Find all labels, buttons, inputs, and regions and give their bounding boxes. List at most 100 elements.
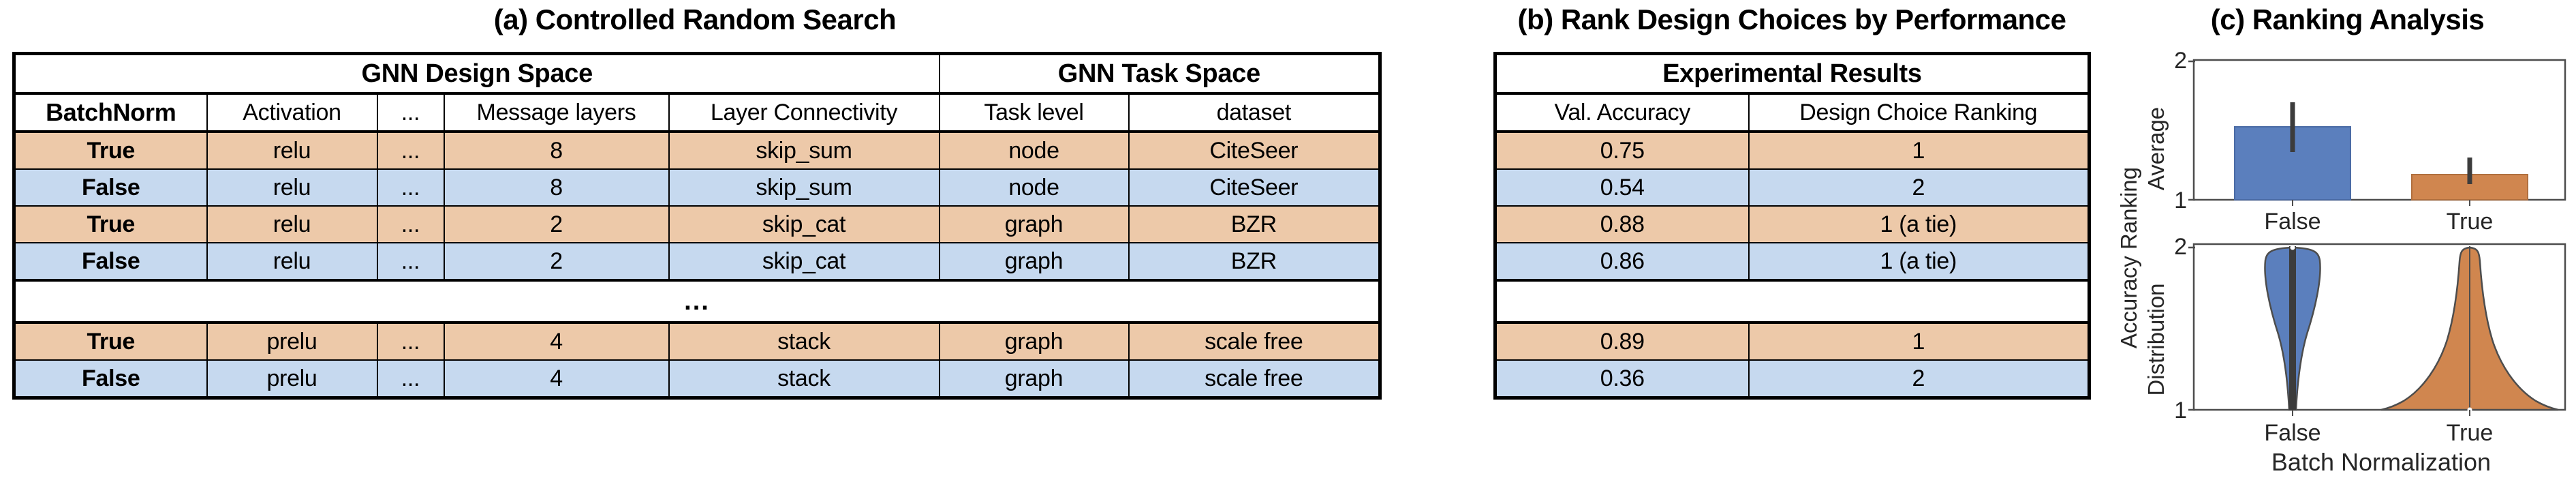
column-header-val-accuracy: Val. Accuracy [1494,93,1750,133]
bar-xtick-true: True [2447,209,2494,235]
column-header-batchnorm: BatchNorm [13,93,208,133]
violin-false-median-point [2290,245,2295,250]
table-cell: 1 (a tie) [1748,205,2090,243]
panel-c-title: (c) Ranking Analysis [2210,3,2485,35]
table-cell: 0.75 [1494,131,1750,170]
table-ellipsis-cell [1494,279,2090,324]
violin-ytick-2: 2 [2174,234,2187,260]
table-cell: BZR [1128,205,1381,243]
group-header-cell: GNN Task Space [938,53,1381,95]
ranking-analysis-plots: Accuracy Ranking Average 2 1 [2119,48,2566,476]
table-cell: 0.86 [1494,242,1750,281]
table-cell: skip_cat [668,205,940,243]
table-cell: relu [206,205,378,243]
table-cell: node [938,168,1130,207]
table-cell: False [13,359,208,399]
table-cell: relu [206,168,378,207]
column-header-activation: Activation [206,93,378,133]
table-cell: stack [668,359,940,399]
violin-xtick-false: False [2264,420,2321,446]
table-cell: graph [938,359,1130,399]
table-cell: graph [938,205,1130,243]
table-cell: skip_sum [668,131,940,170]
table-group-header-row: Experimental Results [1494,53,2090,95]
table-cell: graph [938,242,1130,281]
table-cell: node [938,131,1130,170]
table-cell: prelu [206,322,378,361]
group-header-cell: GNN Design Space [13,53,940,95]
violin-xlabel: Batch Normalization [2271,448,2491,476]
c-ylabel-distribution: Distribution [2143,283,2169,395]
table-cell: ... [376,168,445,207]
column-header-message-layers: Message layers [443,93,670,133]
table-cell: 1 [1748,322,2090,361]
table-cell: 2 [1748,168,2090,207]
ranking-analysis-panel: Accuracy Ranking Average 2 1 [2119,40,2576,478]
table-cell: ... [376,205,445,243]
table-cell: 1 [1748,131,2090,170]
table-cell: True [13,322,208,361]
table-cell: True [13,131,208,170]
violin-ytick-1: 1 [2174,398,2187,423]
table-cell: 4 [443,359,670,399]
column-header-: ... [376,93,445,133]
table-cell: False [13,168,208,207]
column-header-dataset: dataset [1128,93,1381,133]
table-cell: BZR [1128,242,1381,281]
table-cell: skip_sum [668,168,940,207]
table-cell: ... [376,131,445,170]
table-ellipsis-row [1494,279,2090,324]
c-ylabel-average: Average [2143,107,2169,190]
panel-a-title: (a) Controlled Random Search [493,3,897,35]
table-cell: 2 [1748,359,2090,399]
table-cell: graph [938,322,1130,361]
table-cell: skip_cat [668,242,940,281]
bar-ytick-1: 1 [2174,188,2187,213]
group-header-cell: Experimental Results [1494,53,2090,95]
table-cell: 1 (a tie) [1748,242,2090,281]
panel-b-title: (b) Rank Design Choices by Performance [1517,3,2066,35]
table-cell: 2 [443,242,670,281]
table-cell: 8 [443,168,670,207]
column-header-layer-connectivity: Layer Connectivity [668,93,940,133]
table-cell: False [13,242,208,281]
table-cell: 4 [443,322,670,361]
table-cell: CiteSeer [1128,168,1381,207]
table-cell: 0.88 [1494,205,1750,243]
table-cell: 0.54 [1494,168,1750,207]
table-cell: ... [376,322,445,361]
c-ylabel-accuracy-ranking: Accuracy Ranking [2119,167,2141,348]
average-bar-chart: Average 2 1 False True [2143,48,2566,235]
table-cell: relu [206,131,378,170]
table-cell: True [13,205,208,243]
column-header-task-level: Task level [938,93,1130,133]
distribution-violin-chart: Distribution 2 1 False True [2143,234,2566,476]
bar-xtick-false: False [2264,209,2321,235]
violin-xtick-true: True [2447,420,2494,446]
column-header-design-choice-ranking: Design Choice Ranking [1748,93,2090,133]
table-cell: scale free [1128,322,1381,361]
table-cell: scale free [1128,359,1381,399]
table-cell: ... [376,359,445,399]
table-cell: relu [206,242,378,281]
bar-ytick-2: 2 [2174,48,2187,74]
table-cell: 8 [443,131,670,170]
